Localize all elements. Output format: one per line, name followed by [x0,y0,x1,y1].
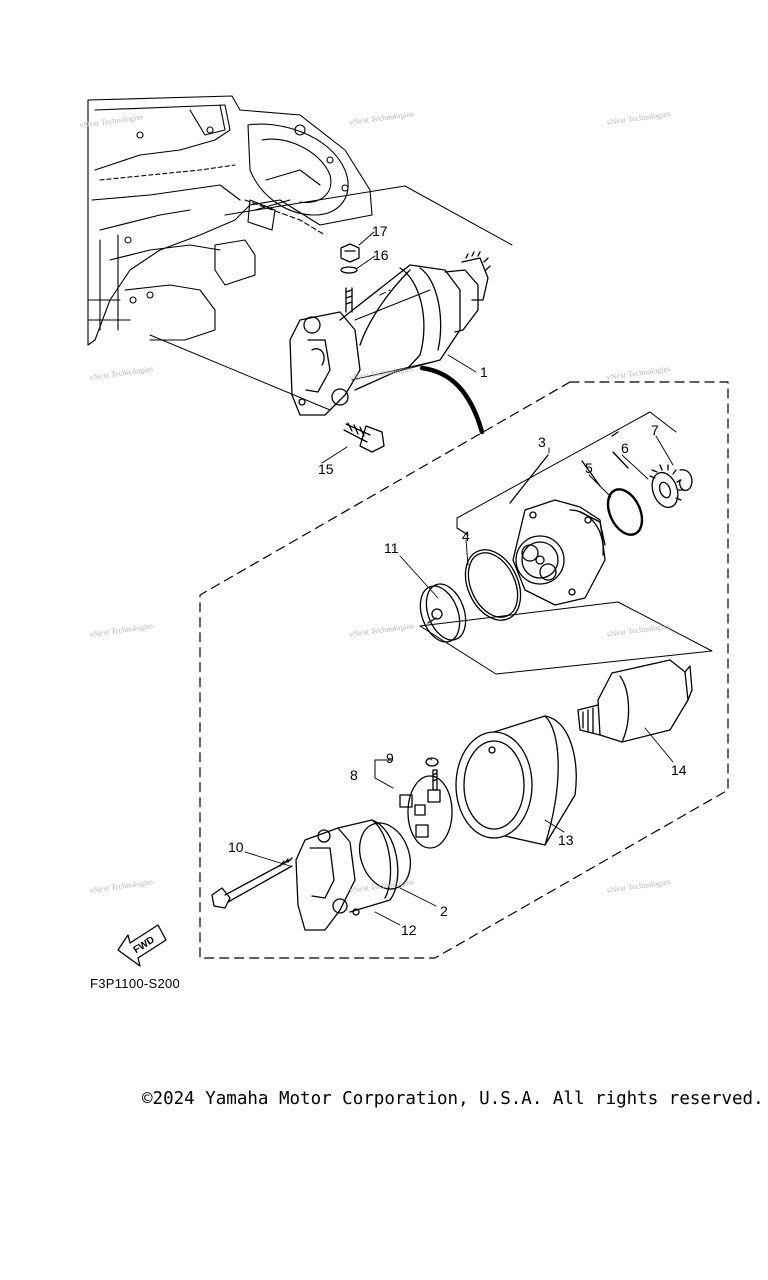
copyright-notice: ©2024 Yamaha Motor Corporation, U.S.A. A… [142,1089,764,1109]
watermark: vNext Technologies [349,364,414,382]
callout-9: 9 [386,750,394,766]
callout-leaders [244,231,674,926]
watermark: vNext Technologies [606,877,671,895]
nut-washer-stud [340,243,360,313]
callout-10: 10 [228,839,244,855]
exploded-view-boundary [199,381,729,959]
o-ring-5 [606,488,644,536]
watermark: vNext Technologies [349,621,414,639]
callout-15: 15 [318,461,334,477]
watermark: vNext Technologies [606,621,671,639]
circlip [679,469,693,492]
cover-plate [419,583,467,643]
callout-17: 17 [372,223,388,239]
watermark: vNext Technologies [606,109,671,127]
bolt-15 [343,422,385,453]
mount-leader-bottom [149,334,331,411]
callout-11: 11 [384,540,399,556]
pinion-gear [649,464,684,509]
watermark: vNext Technologies [606,364,671,382]
yoke-housing [455,715,577,846]
o-ring-4 [464,549,522,621]
starter-motor-exploded-diagram: 1 2 3 4 5 6 7 8 9 10 11 12 13 14 15 16 1… [79,95,729,967]
brush-holder [399,769,453,849]
rear-cover [295,819,399,931]
callout-13: 13 [558,832,574,848]
armature [577,659,693,743]
forward-direction-arrow-icon [117,924,167,967]
callout-14: 14 [671,762,687,778]
callout-1: 1 [480,364,488,380]
callout-2: 2 [440,903,448,919]
small-o-ring [425,757,439,767]
callout-7: 7 [651,422,659,438]
planetary-gear-housing [512,499,606,606]
watermark: vNext Technologies [79,112,144,130]
watermark: vNext Technologies [89,877,154,895]
diagram-code: F3P1100-S200 [90,976,181,991]
callout-6: 6 [621,440,629,456]
callout-5: 5 [585,460,593,476]
starter-motor-assembly [289,251,491,435]
callout-12: 12 [401,922,417,938]
watermark: vNext Technologies [349,109,414,127]
callout-3: 3 [538,434,546,450]
callout-16: 16 [373,247,389,263]
callout-numbers: 1 2 3 4 5 6 7 8 9 10 11 12 13 14 15 16 1… [228,223,687,938]
o-ring-2 [358,822,412,890]
callout-4: 4 [462,528,470,544]
watermark: vNext Technologies [89,621,154,639]
callout-8: 8 [350,767,358,783]
engine-block [87,95,373,346]
watermark: vNext Technologies [349,877,414,895]
mount-leader-top [224,185,513,246]
through-bolt [211,857,293,909]
watermark: vNext Technologies [89,364,154,382]
